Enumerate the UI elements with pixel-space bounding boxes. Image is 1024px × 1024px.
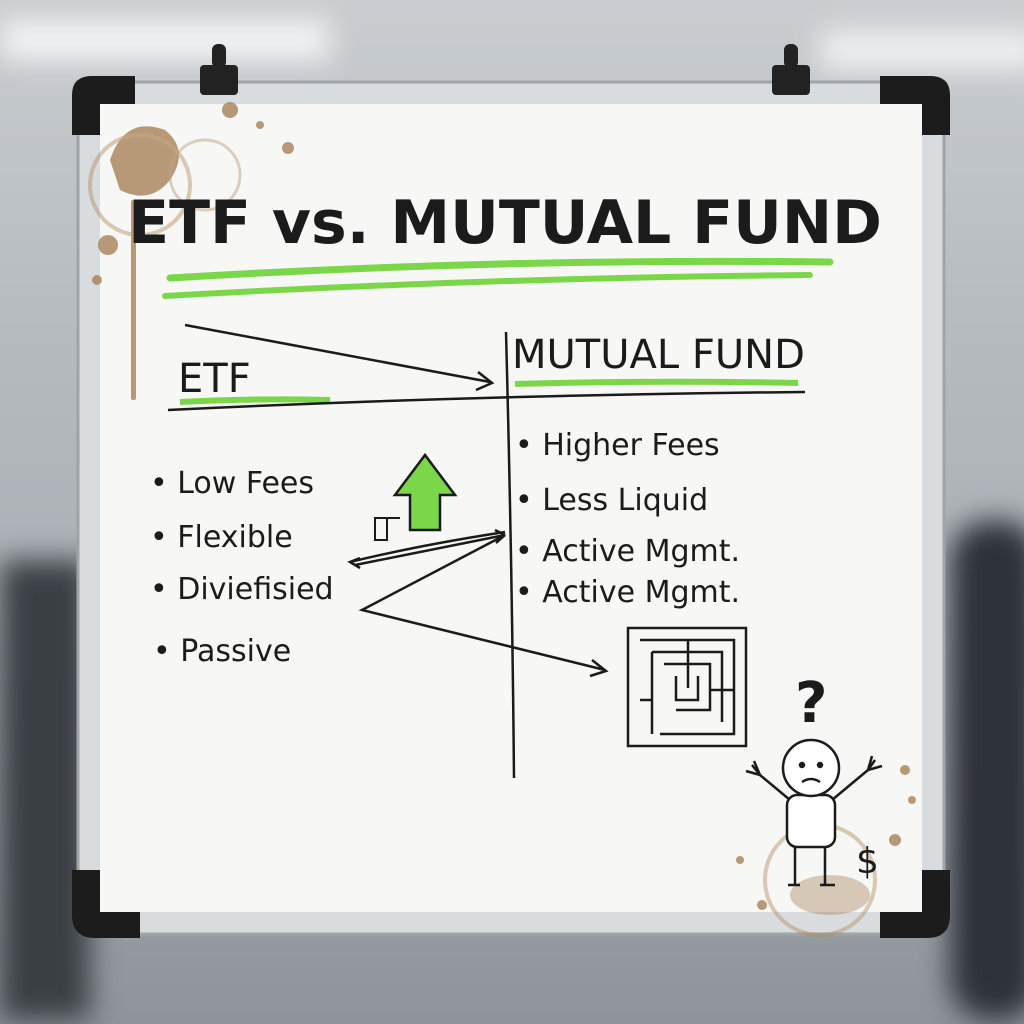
mutual-fund-list: • Higher Fees • Less Liquid • Active Mgm… <box>515 428 740 610</box>
background-ceiling-light <box>820 30 1024 70</box>
mutual-fund-header: MUTUAL FUND <box>512 332 805 378</box>
background-person <box>950 520 1024 1020</box>
background-ceiling-light <box>0 20 330 60</box>
background-desk <box>0 560 90 1020</box>
etf-list: • Low Fees • Flexible • Diviefisied • Pa… <box>150 466 334 669</box>
etf-item: • Diviefisied <box>150 572 334 607</box>
frame-corners <box>72 76 950 938</box>
board-title: ETF vs. MUTUAL FUND <box>128 188 882 258</box>
confused-person-icon <box>745 738 883 887</box>
title-underline <box>166 257 834 282</box>
question-mark: ? <box>795 671 827 736</box>
green-up-arrow-icon <box>392 452 458 532</box>
etf-item: • Flexible <box>150 520 293 555</box>
hanging-clips <box>200 44 810 95</box>
etf-header: ETF <box>178 356 251 402</box>
small-box-icon <box>374 517 388 541</box>
etf-header-underline <box>179 396 331 405</box>
title-underline <box>162 272 813 299</box>
table-lines <box>167 323 806 779</box>
dollar-sign: $ <box>856 841 879 882</box>
coffee-stains <box>88 102 916 937</box>
etf-item: • Low Fees <box>150 466 314 501</box>
mutual-fund-item: • Higher Fees <box>515 428 720 463</box>
etf-item: • Passive <box>153 634 291 669</box>
maze-icon <box>626 626 748 748</box>
mutual-fund-item: • Active Mgmt. <box>515 534 740 569</box>
mutual-fund-header-underline <box>514 378 799 387</box>
mutual-fund-item: • Less Liquid <box>515 483 708 518</box>
mutual-fund-item: • Active Mgmt. <box>515 575 740 610</box>
